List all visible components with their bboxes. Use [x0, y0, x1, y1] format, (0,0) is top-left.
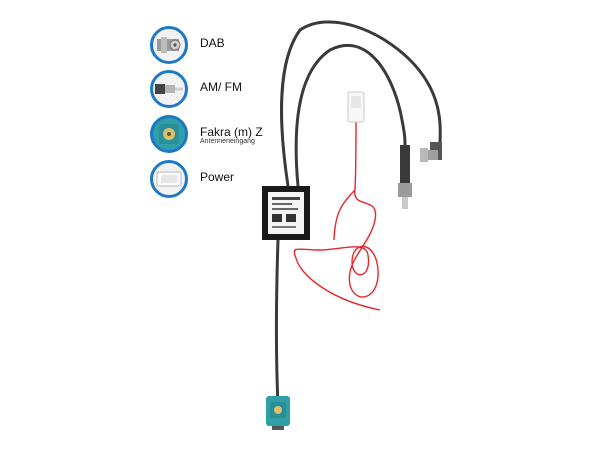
power-connector-icon	[150, 160, 188, 198]
legend-label-dab: DAB	[200, 36, 225, 50]
fakra-connector	[266, 396, 290, 430]
dab-connector-icon	[150, 26, 188, 64]
legend-label-power: Power	[200, 170, 235, 184]
splitter-box	[262, 186, 310, 240]
fakra-cable	[275, 239, 280, 406]
am-fm-cable	[294, 43, 407, 187]
am-fm-connector	[398, 145, 412, 209]
legend-label-am-fm: AM/ FM	[200, 80, 242, 94]
am-fm-plug-icon	[150, 70, 188, 108]
dab-connector	[420, 142, 442, 162]
fakra-connector-icon	[150, 115, 188, 153]
power-wire	[293, 119, 381, 311]
legend-sublabel-fakra: Antenneneingang	[200, 138, 255, 145]
dab-cable	[280, 20, 442, 187]
legend-label-fakra: Fakra (m) Z	[200, 125, 263, 139]
